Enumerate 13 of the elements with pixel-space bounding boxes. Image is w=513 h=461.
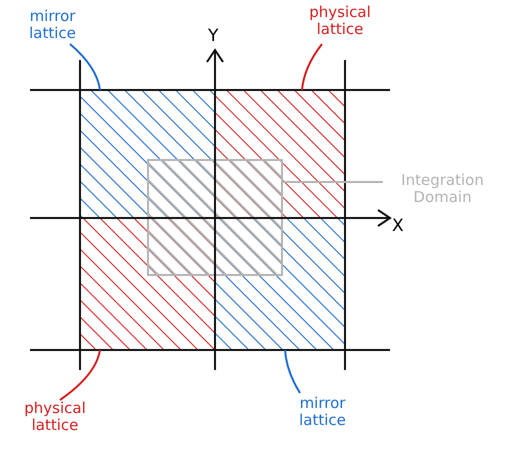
leader-line (59, 350, 101, 401)
integration-domain-square (147, 159, 283, 276)
callout-label: mirror lattice (285, 395, 360, 429)
leader-line (284, 350, 301, 394)
callout-label: physical lattice (285, 4, 395, 38)
callout-label: Integration Domain (385, 172, 500, 206)
callout-label: physical lattice (5, 400, 105, 434)
leader-line (282, 181, 383, 183)
axis-label: X (392, 218, 404, 235)
axis-label: Y (208, 28, 218, 45)
leader-line (69, 43, 101, 90)
leader-line (301, 43, 323, 90)
callout-label: mirror lattice (5, 8, 100, 42)
